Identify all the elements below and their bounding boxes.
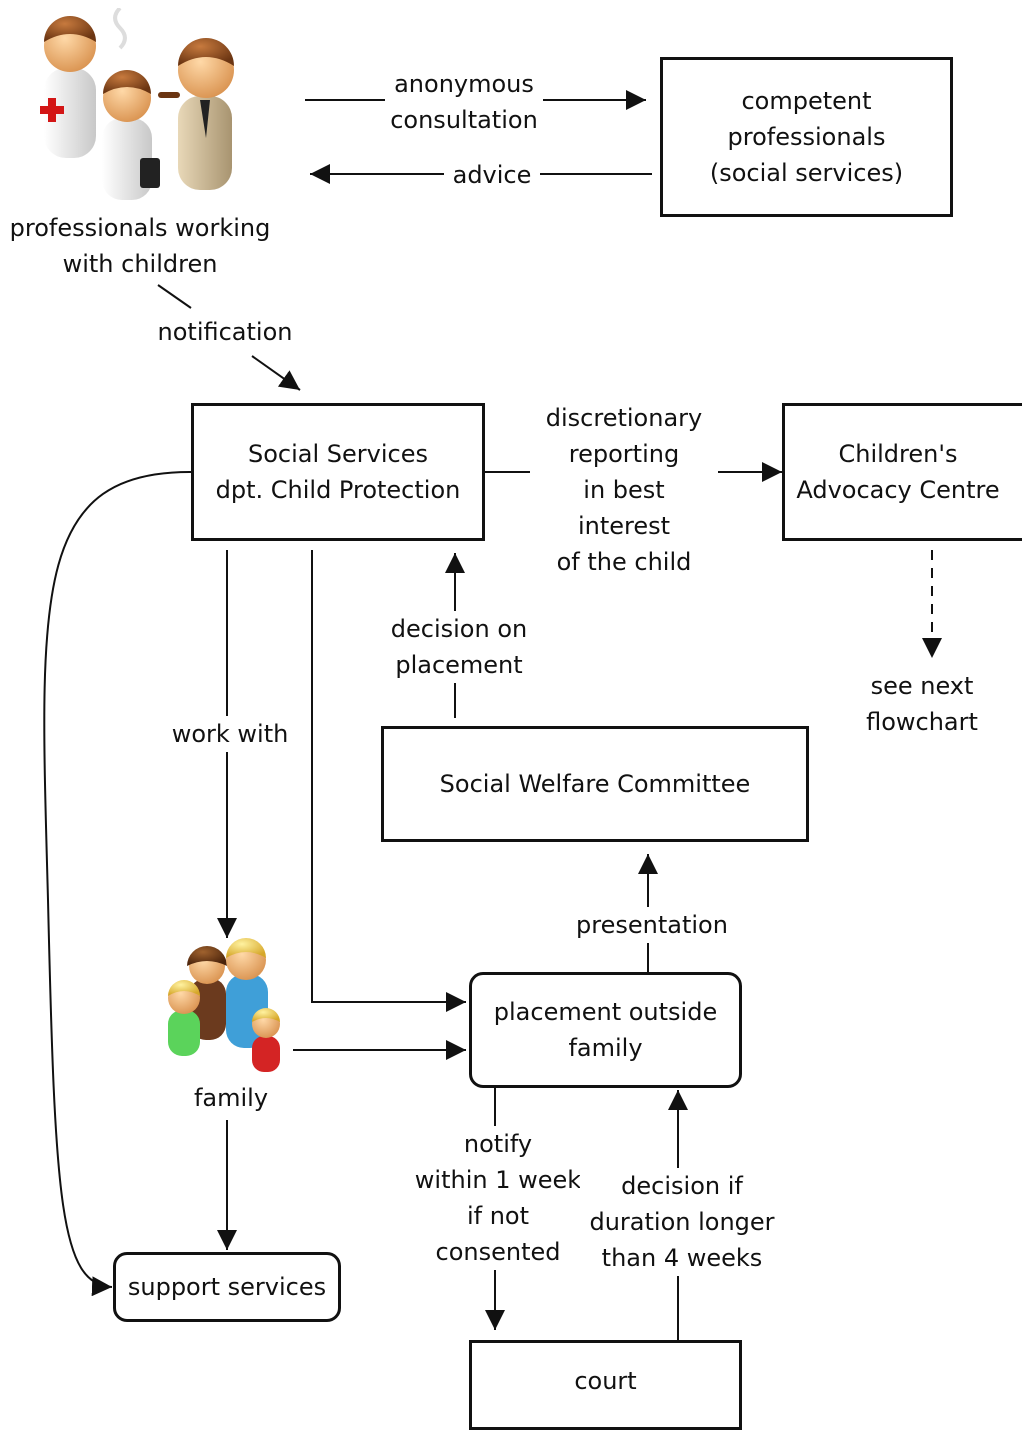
support-services-text: support services [127,1273,327,1301]
competent-professionals-box: competent professionals (social services… [660,57,953,217]
anonymous-consultation-label: anonymous consultation [385,66,543,138]
social-services-text: Social Services dpt. Child Protection [215,440,461,504]
advice-label: advice [444,157,540,193]
work-with-label: work with [162,716,298,752]
discretionary-reporting-label: discretionary reporting in best interest… [530,400,718,580]
professionals-people-icon [30,6,270,212]
professionals-label: professionals working with children [0,210,280,282]
presentation-label: presentation [570,907,734,943]
notification-label: notification [148,314,302,350]
services-to-placement-arrow [311,550,466,1012]
services-to-support-curve [43,470,194,1297]
advocacy-centre-text: Children's Advocacy Centre [796,440,1000,504]
court-box: court [469,1340,742,1430]
notification-arrow [251,355,301,391]
notify-label: notify within 1 week if not consented [405,1126,591,1270]
placement-box: placement outside family [469,972,742,1088]
advocacy-centre-box: Children's Advocacy Centre [782,403,1022,541]
social-services-box: Social Services dpt. Child Protection [191,403,485,541]
family-people-icon [160,938,300,1082]
placement-text: placement outside family [493,998,718,1062]
notification-line-top [157,284,192,309]
decision-duration-label: decision if duration longer than 4 weeks [580,1168,784,1276]
welfare-committee-box: Social Welfare Committee [381,726,809,842]
support-services-box: support services [113,1252,341,1322]
see-next-flowchart-label: see next flowchart [866,672,978,736]
court-text: court [574,1367,637,1395]
decision-on-placement-label: decision on placement [380,611,538,683]
competent-professionals-text: competent professionals (social services… [709,87,904,187]
welfare-committee-text: Social Welfare Committee [439,770,751,798]
family-label: family [180,1080,282,1116]
